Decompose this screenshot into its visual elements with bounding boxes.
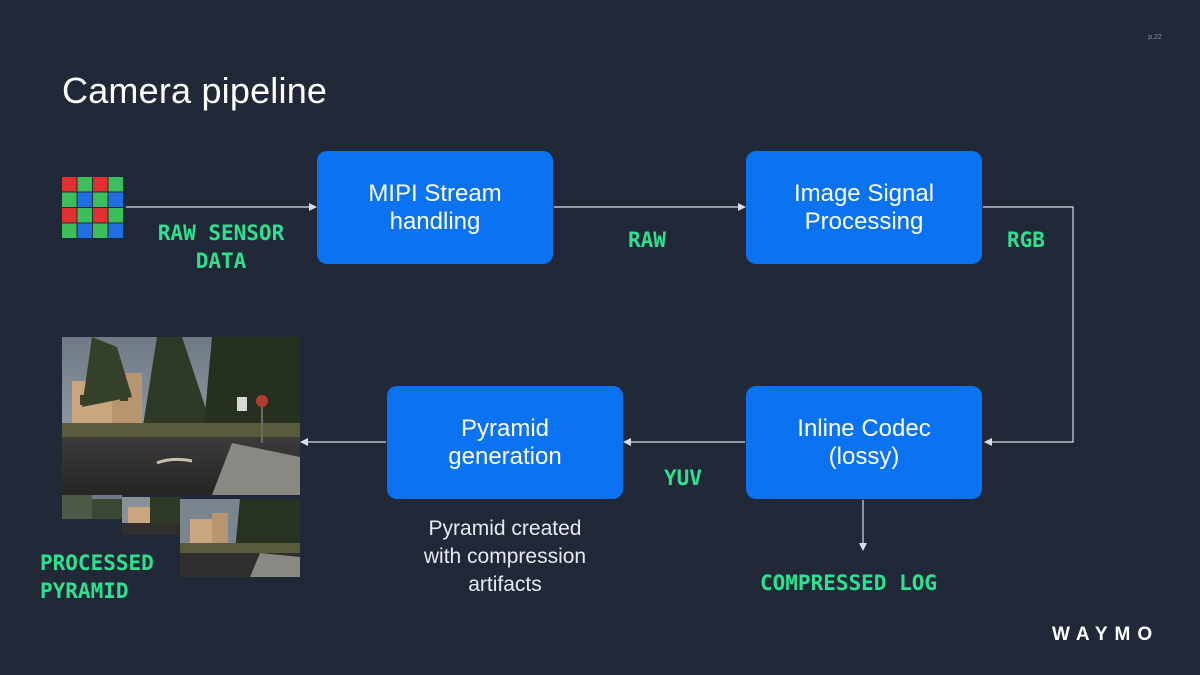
isp-box: Image Signal Processing [746,151,982,264]
pyramid-generation-box: Pyramid generation [387,386,623,499]
bayer-cell [108,177,123,192]
bayer-sensor-icon [62,177,123,238]
bayer-cell [77,223,92,238]
bayer-cell [62,208,77,223]
label-yuv: YUV [664,466,702,490]
bayer-cell [93,208,108,223]
page-number: p.22 [1148,34,1162,41]
bayer-cell [108,208,123,223]
label-compressed-log: COMPRESSED LOG [760,571,938,595]
waymo-logo: WAYMO [1052,624,1160,645]
bayer-cell [77,192,92,207]
pyramid-level-0 [62,337,300,495]
bayer-cell [77,177,92,192]
label-raw-sensor-data: RAW SENSOR DATA [157,221,285,273]
pyramid-level-2 [122,497,180,535]
bayer-cell [93,223,108,238]
bayer-cell [108,192,123,207]
bayer-cell [93,177,108,192]
arrow-isp-to-codec [983,206,1074,446]
pyramid-level-1 [180,499,300,577]
page-title: Camera pipeline [62,70,328,111]
bayer-cell [62,177,77,192]
bayer-cell [93,192,108,207]
bayer-cell [77,208,92,223]
pyramid-note: Pyramid created with compression artifac… [423,517,587,596]
label-rgb: RGB [1007,228,1045,252]
pyramid-level-small [62,495,122,519]
processed-pyramid-image [62,337,300,577]
bayer-cell [108,223,123,238]
label-raw: RAW [628,228,666,252]
label-processed-pyramid: PROCESSED PYRAMID [40,551,154,603]
bayer-cell [62,192,77,207]
inline-codec-box: Inline Codec (lossy) [746,386,982,499]
bayer-cell [62,223,77,238]
mipi-stream-box: MIPI Stream handling [317,151,553,264]
